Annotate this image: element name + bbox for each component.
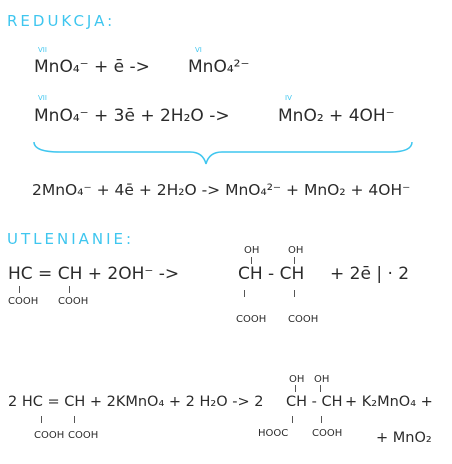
overall-tail2: + MnO₂ [376,430,432,446]
bond-line [321,416,322,423]
bond-line [19,286,20,293]
bond-line [294,257,295,264]
bond-line [69,286,70,293]
oxidation-rhs-mid: CH - CH [238,264,305,284]
oxidation-rhs-sub2: COOH [288,314,319,325]
oxidation-state-mn-vi: VI [195,46,202,54]
overall-lhs: 2 HC = CH + 2KMnO₄ + 2 H₂O -> 2 [8,394,264,410]
oxidation-state-mn-vii: VII [38,46,47,54]
bond-line [292,416,293,423]
oxidation-rhs-top1: OH [244,245,260,256]
oxidation-rhs-sub1: COOH [236,314,267,325]
oxidation-heading: UTLENIANIE: [7,230,135,248]
oxidation-state-mn-iv: IV [285,94,292,102]
overall-rhs-top2: OH [314,374,330,385]
reduction-eq2-rhs: MnO₂ + 4OH⁻ [278,106,395,126]
overall-lhs-sub1: COOH [34,430,65,441]
reduction-sum-equation: 2MnO₄⁻ + 4ē + 2H₂O -> MnO₄²⁻ + MnO₂ + 4O… [32,181,411,199]
oxidation-state-mn-vii: VII [38,94,47,102]
bond-line [41,416,42,423]
bond-line [294,290,295,297]
overall-rhs-sub2: COOH [312,428,343,439]
oxidation-lhs-sub1: COOH [8,296,39,307]
overall-lhs-sub2: COOH [68,430,99,441]
reduction-eq1-rhs: MnO₄²⁻ [188,57,250,77]
overall-rhs-sub1: HOOC [258,428,289,439]
overall-tail1: + K₂MnO₄ + [345,394,433,410]
reduction-heading: REDUKCJA: [7,12,116,30]
oxidation-lhs-sub2: COOH [58,296,89,307]
reduction-eq2-lhs: MnO₄⁻ + 3ē + 2H₂O -> [34,106,230,126]
oxidation-tail: + 2ē | · 2 [330,264,410,284]
oxidation-rhs-top2: OH [288,245,304,256]
bond-line [320,385,321,392]
overall-rhs-top1: OH [289,374,305,385]
oxidation-lhs: HC = CH + 2OH⁻ -> [8,264,180,284]
bond-line [251,257,252,264]
overall-rhs-mid: CH - CH [286,394,343,410]
bond-line [295,385,296,392]
reduction-eq1-lhs: MnO₄⁻ + ē -> [34,57,150,77]
bond-line [244,290,245,297]
bond-line [74,416,75,423]
